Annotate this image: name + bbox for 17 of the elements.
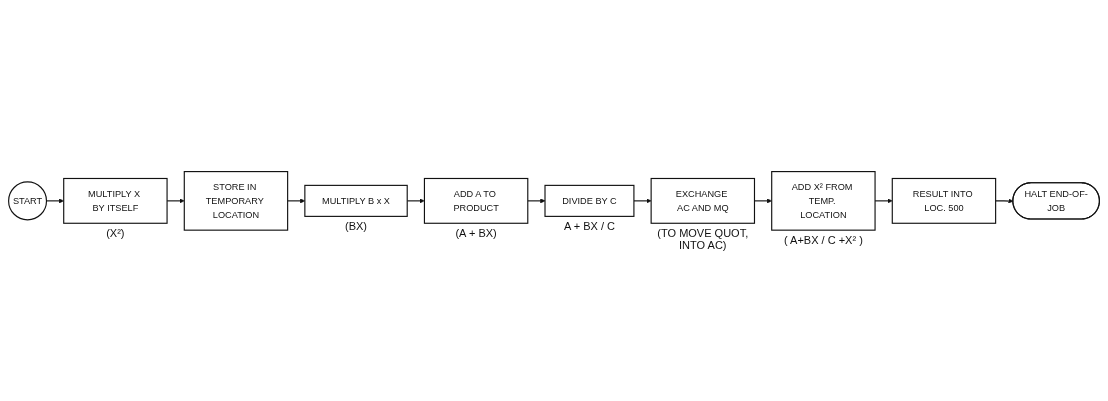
node-box: MULTIPLY X BY ITSELF	[63, 177, 168, 224]
arrow	[527, 197, 546, 204]
annotation-text: ( A+BX / C +X² )	[782, 233, 864, 246]
annotation-text: A + BX / C	[562, 220, 616, 232]
annotation-text: (X²)	[105, 226, 126, 239]
arrow	[633, 197, 652, 204]
node-circle: START	[8, 181, 48, 220]
node-box: ADD A TO PRODUCT	[423, 177, 529, 224]
node-box: ADD X² FROM TEMP. LOCATION	[771, 170, 876, 231]
node-box: DIVIDE BY C	[544, 184, 635, 217]
node-box: STORE IN TEMPORARY LOCATION	[183, 170, 289, 231]
node-box: MULTIPLY B x X	[304, 184, 408, 217]
annotation-text: (BX)	[344, 220, 368, 232]
annotation-text: (A + BX)	[454, 226, 498, 239]
node-box: EXCHANGE AC AND MQ	[650, 177, 756, 224]
node-box: RESULT INTO LOC. 500	[891, 177, 997, 224]
annotation-text: (TO MOVE QUOT, INTO AC)	[656, 226, 750, 251]
